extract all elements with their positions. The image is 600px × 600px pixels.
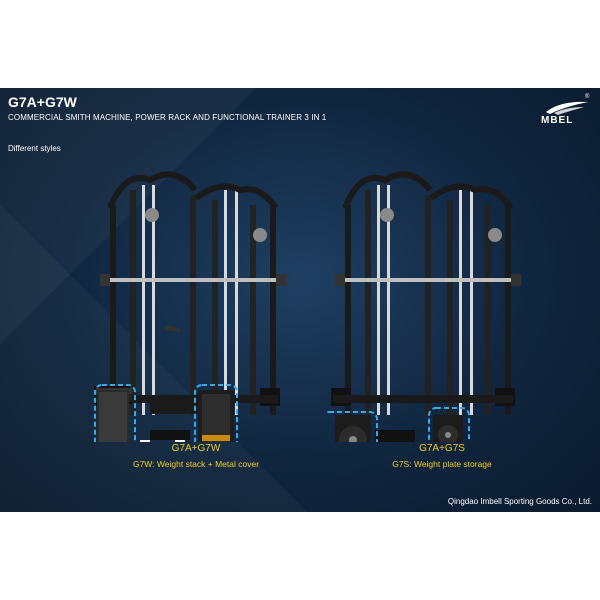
style-2-description: G7S: Weight plate storage	[392, 459, 492, 469]
registered-mark: ®	[585, 94, 590, 100]
style-2-title: G7A+G7S	[419, 443, 465, 454]
section-label: Different styles	[8, 144, 61, 153]
machine-image-g7s	[325, 171, 521, 442]
product-title: G7A+G7W	[8, 94, 77, 110]
product-subtitle: COMMERCIAL SMITH MACHINE, POWER RACK AND…	[8, 113, 327, 122]
style-1-description: G7W: Weight stack + Metal cover	[132, 459, 260, 469]
style-1-title: G7A+G7W	[171, 443, 221, 454]
product-slide: G7A+G7W COMMERCIAL SMITH MACHINE, POWER …	[0, 88, 600, 512]
brand-logo-icon	[546, 101, 588, 115]
brand-logo-text: MBEL	[541, 115, 574, 126]
machine-image-g7w	[94, 171, 286, 442]
company-name: Qingdao Imbell Sporting Goods Co., Ltd.	[447, 497, 592, 506]
